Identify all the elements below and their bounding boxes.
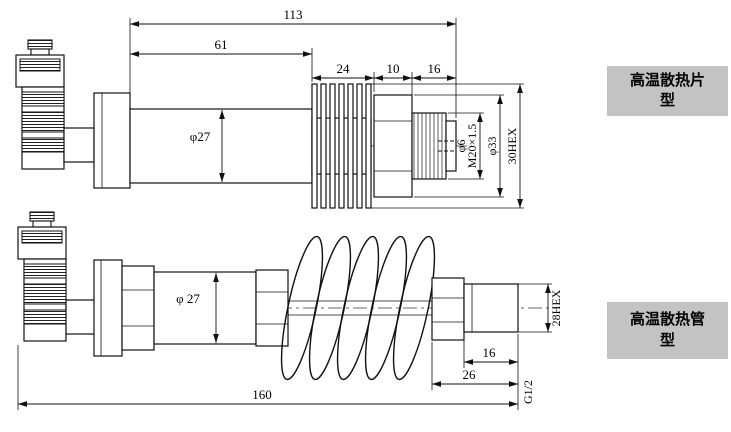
label-fin-type-text: 高温散热片型 — [629, 71, 705, 109]
dim-hole-diameter: φ6 — [454, 140, 468, 153]
cable-connector-elbow — [15, 39, 95, 170]
bottom-drawing: φ 27 — [17, 211, 563, 410]
cooling-coil — [280, 235, 436, 381]
top-drawing: φ27 — [15, 7, 524, 209]
dim-total-length: 160 — [252, 387, 272, 402]
dim-thread-length: 16 — [483, 345, 497, 360]
hex-coupling-right — [431, 277, 465, 341]
housing-flange — [93, 92, 131, 189]
dim-thread-length: 16 — [428, 61, 442, 76]
union-nut — [121, 265, 155, 351]
dim-hex-length: 10 — [387, 61, 400, 76]
dim-hex-od: φ33 — [485, 137, 499, 156]
hex-coupling-left — [255, 269, 289, 347]
dim-thread-spec: G1/2 — [521, 380, 535, 404]
process-connection-end — [463, 283, 519, 333]
cable-connector-elbow — [17, 211, 97, 342]
threaded-end — [411, 112, 457, 180]
housing-flange — [93, 259, 123, 357]
transmitter-body — [129, 108, 313, 184]
dim-fin-length: 24 — [337, 61, 351, 76]
dim-hex-size: 28HEX — [549, 289, 563, 326]
dim-total-length: 113 — [283, 7, 302, 22]
bottom-dimensions: 16 26 160 G1/2 28HEX — [17, 283, 563, 410]
label-fin-type: 高温散热片型 — [607, 66, 728, 116]
dim-head-length: 26 — [463, 367, 477, 382]
dim-body-diameter: φ 27 — [176, 291, 200, 306]
dim-thread-spec: M20×1.5 — [465, 124, 479, 168]
dim-body-length: 61 — [215, 37, 228, 52]
dim-body-diameter: φ27 — [190, 129, 211, 144]
hex-section — [373, 94, 413, 198]
top-dimensions: 113 61 24 10 16 φ6 M20×1.5 φ33 30HEX — [129, 7, 524, 209]
heat-sink-fins — [311, 83, 372, 209]
label-tube-type: 高温散热管型 — [607, 302, 728, 359]
dim-hex-size: 30HEX — [505, 127, 519, 164]
transmitter-body — [153, 271, 257, 345]
label-tube-type-text: 高温散热管型 — [629, 311, 705, 349]
